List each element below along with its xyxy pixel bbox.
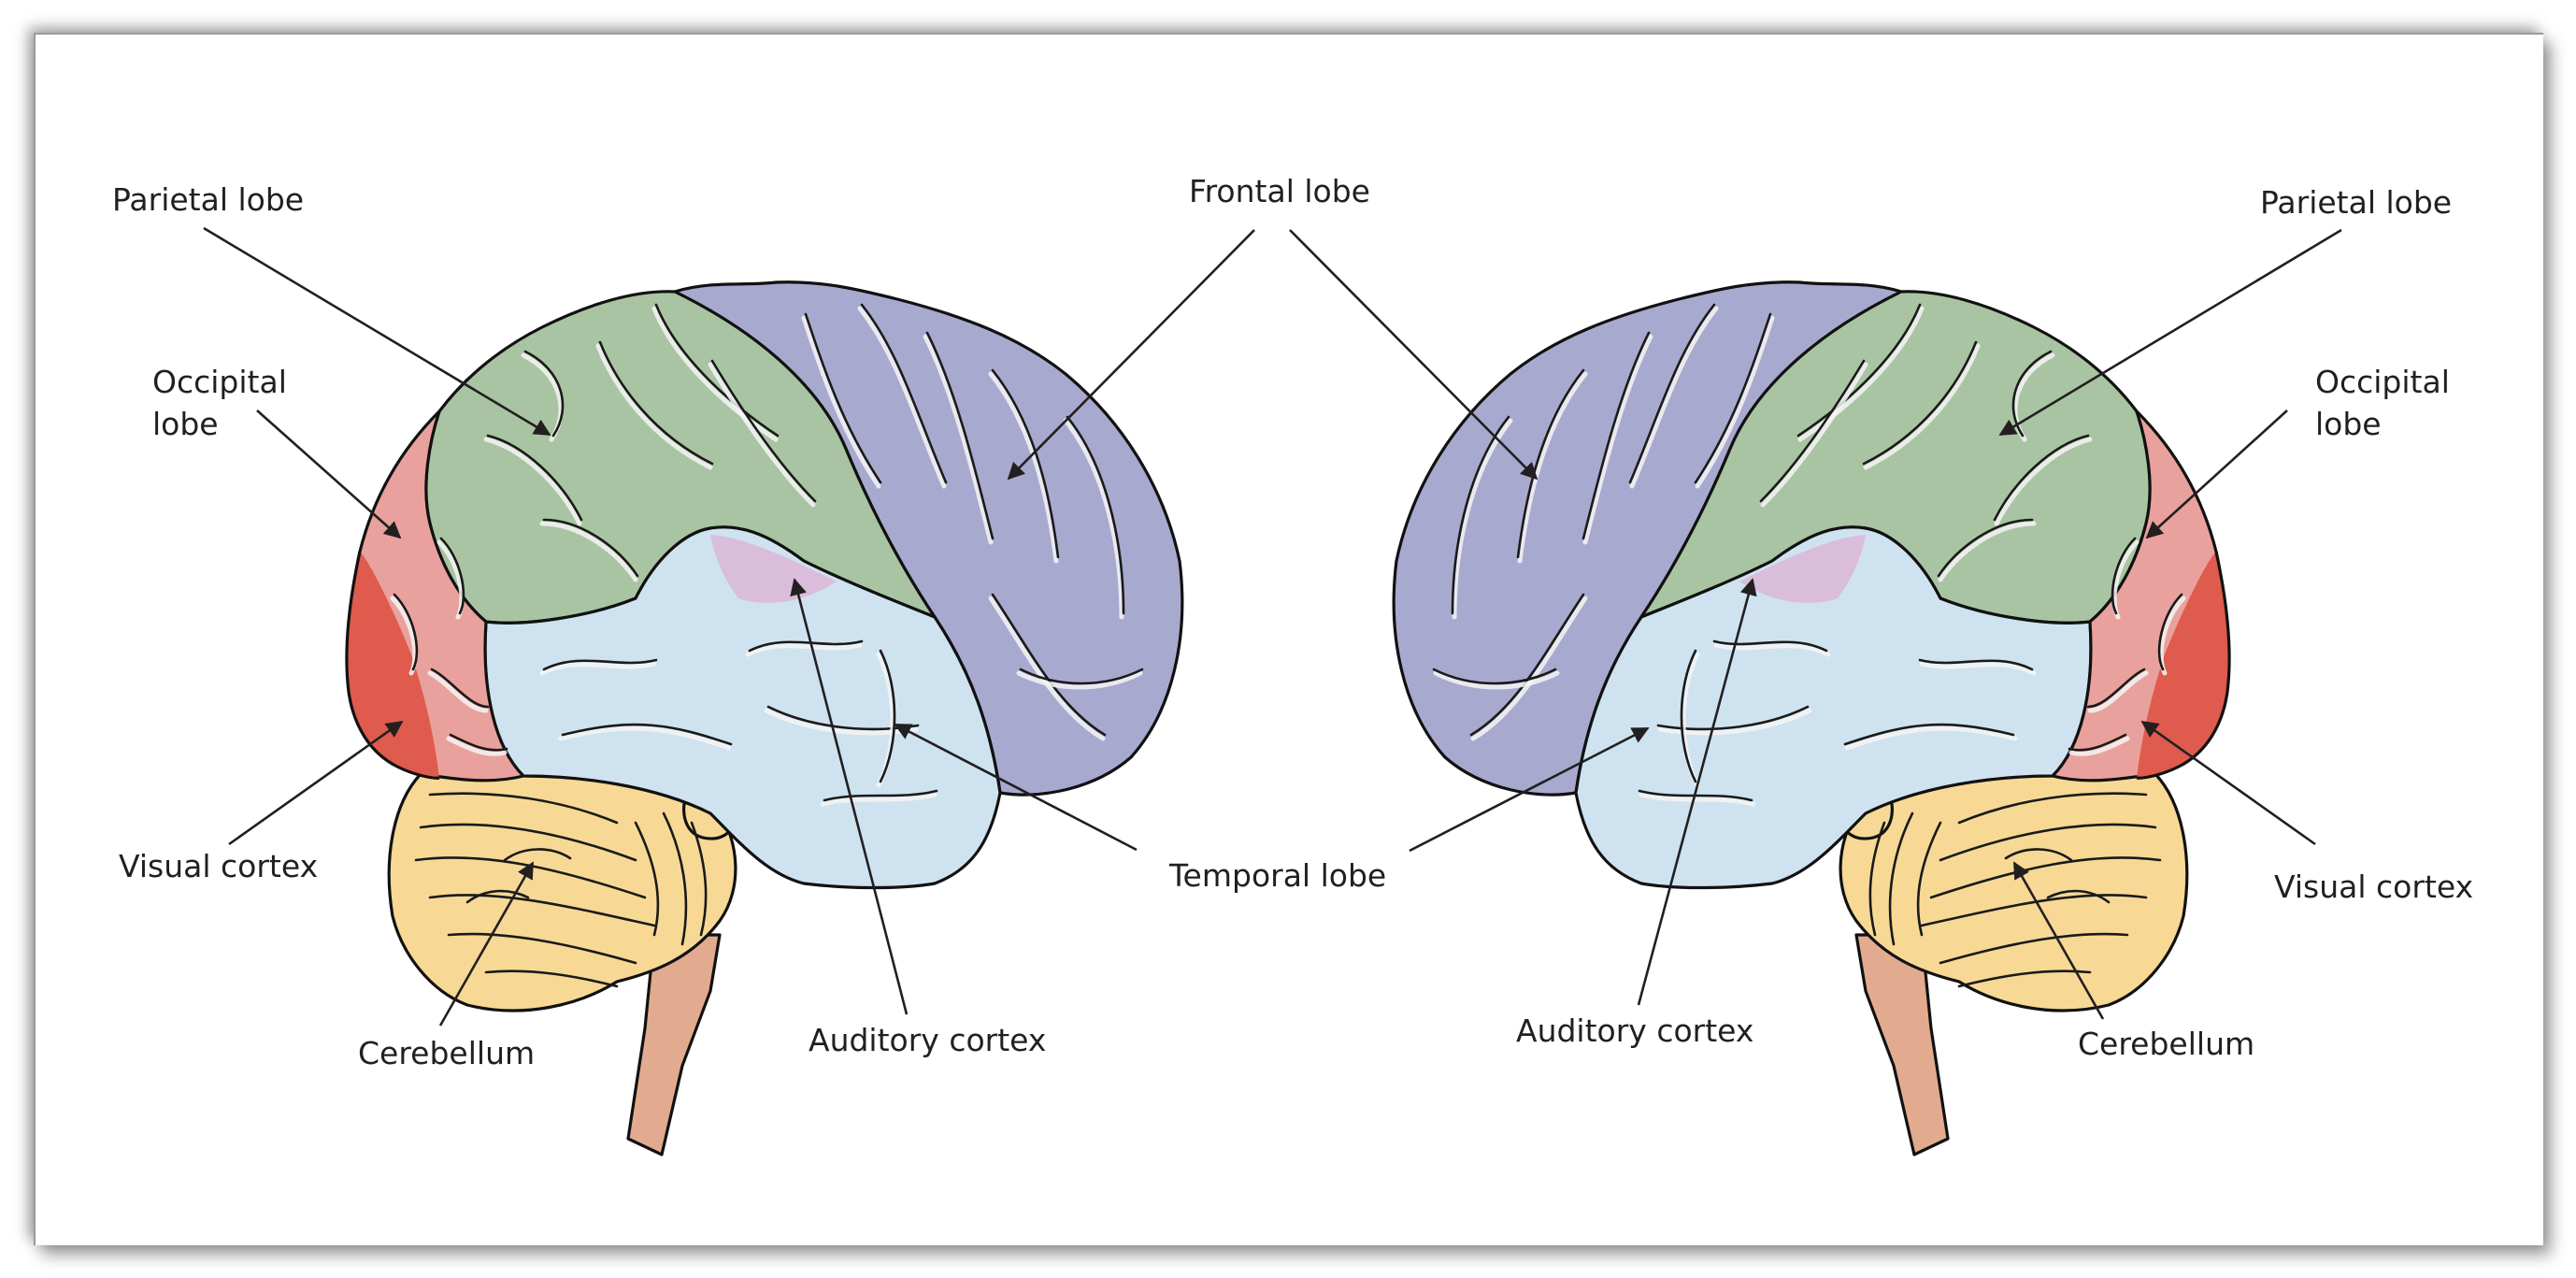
label-visual-cortex-left: Visual cortex <box>119 848 318 884</box>
label-occipital-lobe-left-line2: lobe <box>152 406 219 442</box>
label-cerebellum-right: Cerebellum <box>2078 1026 2254 1062</box>
right-labels: Parietal lobe Occipital lobe Visual cort… <box>1516 184 2473 1062</box>
leader-occipital-left <box>256 409 402 539</box>
label-parietal-lobe-left: Parietal lobe <box>112 181 304 218</box>
leader-parietal-right <box>1998 228 2342 437</box>
label-frontal-lobe: Frontal lobe <box>1189 173 1370 209</box>
leader-auditory-left <box>790 578 909 1015</box>
leader-visual-right <box>2140 720 2316 846</box>
label-auditory-cortex-right: Auditory cortex <box>1516 1012 1753 1049</box>
label-occipital-lobe-right-line2: lobe <box>2315 406 2382 442</box>
right-leader-lines <box>1289 228 2342 1020</box>
leader-frontal-left <box>1007 229 1255 481</box>
leader-frontal-right <box>1289 229 1538 481</box>
left-leader-lines <box>203 226 1255 1027</box>
leader-parietal-left <box>203 226 551 437</box>
leader-cerebellum-right <box>2012 861 2105 1020</box>
label-occipital-lobe-left-line1: Occipital <box>152 364 287 400</box>
leader-auditory-right <box>1637 578 1757 1006</box>
label-cerebellum-left: Cerebellum <box>358 1035 535 1071</box>
label-visual-cortex-right: Visual cortex <box>2274 869 2473 905</box>
leader-temporal-right <box>1409 726 1650 853</box>
leader-temporal-left <box>894 723 1138 852</box>
left-labels: Parietal lobe Occipital lobe Visual cort… <box>112 181 1046 1071</box>
left-brain <box>347 282 1182 1155</box>
label-auditory-cortex-left: Auditory cortex <box>809 1022 1046 1058</box>
label-parietal-lobe-right: Parietal lobe <box>2260 184 2452 221</box>
leader-occipital-right <box>2145 409 2288 539</box>
leader-cerebellum-left <box>438 861 535 1027</box>
label-occipital-lobe-right-line1: Occipital <box>2315 364 2450 400</box>
leader-visual-left <box>228 720 404 846</box>
center-labels: Frontal lobe Temporal lobe <box>1168 173 1386 894</box>
label-temporal-lobe: Temporal lobe <box>1168 857 1386 894</box>
